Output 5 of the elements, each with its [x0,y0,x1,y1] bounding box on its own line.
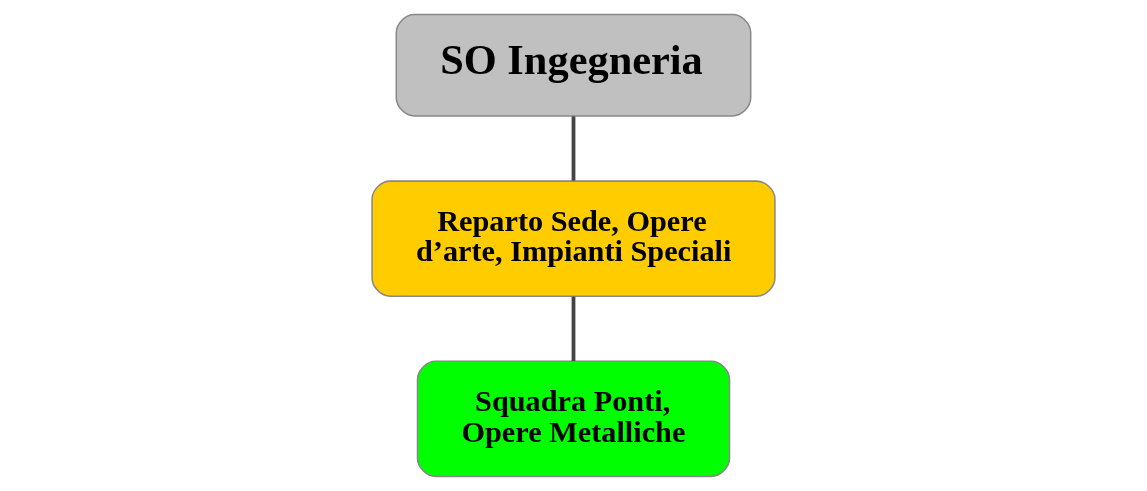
connector [571,296,576,361]
node-box: SO Ingegneria [395,13,752,117]
node-box: Reparto Sede, Opere d’arte, Impianti Speciali [371,180,776,297]
node-box: Squadra Ponti, Opere Metalliche [416,360,731,478]
connector [571,116,576,181]
